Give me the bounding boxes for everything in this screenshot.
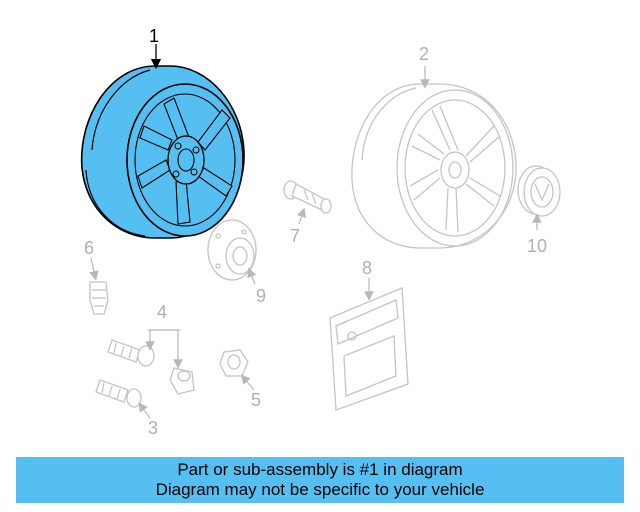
wheel-part-1[interactable] bbox=[80, 65, 245, 239]
callout-7: 7 bbox=[290, 226, 300, 246]
wheel-part-2[interactable] bbox=[351, 83, 517, 249]
callout-1: 1 bbox=[149, 26, 159, 46]
valve-stem-part-7[interactable] bbox=[283, 180, 332, 214]
banner-line-1: Part or sub-assembly is #1 in diagram bbox=[177, 460, 463, 479]
center-cap-part-10[interactable] bbox=[517, 165, 561, 217]
nut-part-5[interactable] bbox=[219, 349, 249, 377]
callout-5: 5 bbox=[251, 390, 261, 410]
callout-10: 10 bbox=[527, 236, 547, 256]
bolt-part-3[interactable] bbox=[95, 379, 142, 408]
lock-nut-part-4b[interactable] bbox=[169, 367, 195, 395]
stud-part-6[interactable] bbox=[89, 281, 109, 315]
banner-line-2: Diagram may not be specific to your vehi… bbox=[155, 480, 485, 499]
callout-9: 9 bbox=[256, 286, 266, 306]
callout-4: 4 bbox=[157, 302, 167, 322]
hub-part-9[interactable] bbox=[207, 219, 257, 281]
callout-8: 8 bbox=[362, 258, 372, 278]
placard-part-8[interactable] bbox=[329, 287, 409, 411]
callout-6: 6 bbox=[84, 238, 94, 258]
parts-diagram: 1 2 10 7 bbox=[80, 26, 561, 438]
callout-2: 2 bbox=[419, 44, 429, 64]
callout-3: 3 bbox=[148, 418, 158, 438]
lock-bolt-part-4a[interactable] bbox=[107, 339, 155, 367]
info-banner: Part or sub-assembly is #1 in diagram Di… bbox=[16, 457, 624, 503]
